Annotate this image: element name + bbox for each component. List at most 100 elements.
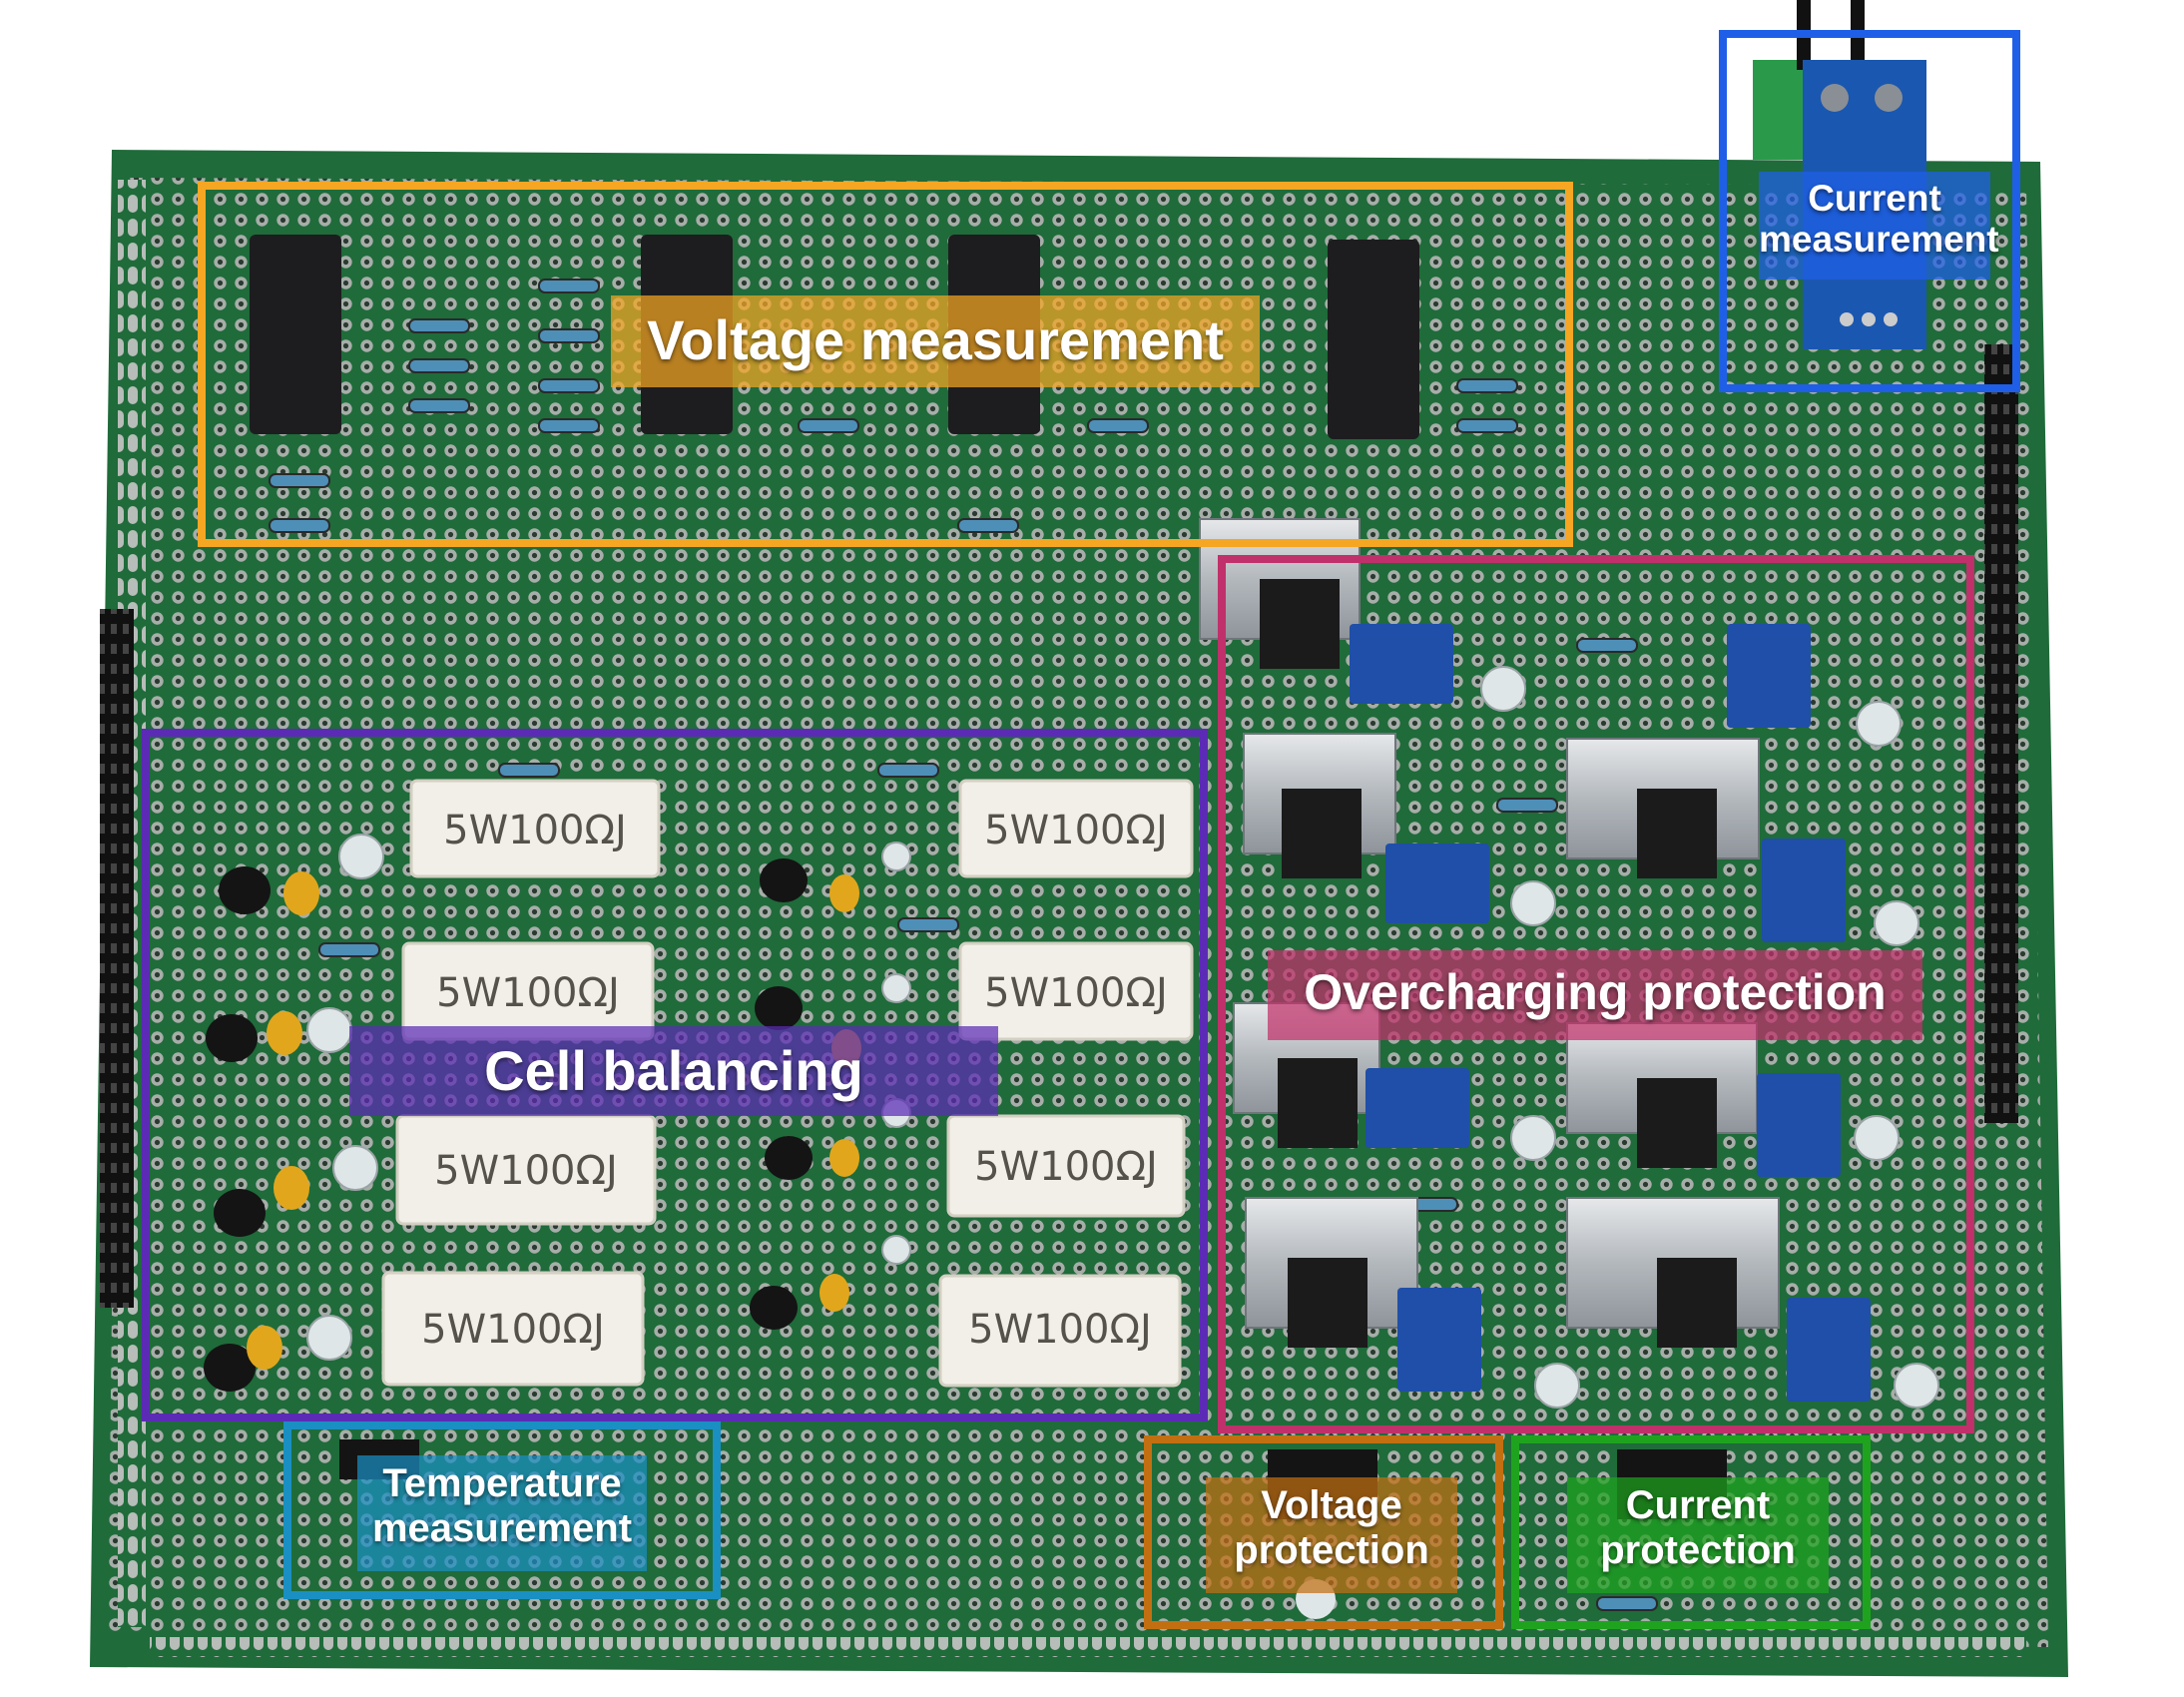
- pin-header-right: [1984, 344, 2018, 1123]
- resistor: [269, 518, 330, 533]
- screw-left: [1821, 84, 1849, 112]
- sensor-pin: [1840, 312, 1854, 326]
- led: [306, 1315, 352, 1361]
- trimpot: [1762, 839, 1846, 942]
- label-temperature-measurement: Temperature measurement: [371, 1461, 633, 1550]
- regulator: [1637, 789, 1717, 878]
- trimpot: [1365, 1068, 1469, 1148]
- resistor: [957, 518, 1019, 533]
- power-resistor: [409, 779, 661, 878]
- regulator: [1288, 1258, 1367, 1348]
- region-box-cell-balancing: [142, 729, 1208, 1421]
- resistor: [877, 763, 939, 778]
- transistor: [204, 1344, 256, 1392]
- resistor: [538, 279, 600, 293]
- label-bg-overcharging-protection: [1268, 950, 1922, 1040]
- trimpot: [1397, 1288, 1481, 1392]
- resistor-marking: 5W100ΩJ: [421, 1307, 605, 1353]
- resistor: [498, 763, 560, 778]
- capacitor: [283, 871, 319, 915]
- resistor-marking: 5W100ΩJ: [968, 1307, 1152, 1353]
- power-resistors: [381, 779, 1194, 1388]
- led: [881, 842, 911, 871]
- label-bg-voltage-protection: [1206, 1477, 1457, 1593]
- label-bg-voltage-measurement: [611, 295, 1260, 387]
- resistor: [408, 398, 470, 413]
- sensor-pin: [1862, 312, 1876, 326]
- led: [1510, 880, 1556, 926]
- resistor: [897, 917, 959, 932]
- led: [1854, 1115, 1900, 1161]
- led: [881, 973, 911, 1003]
- led: [1480, 666, 1526, 712]
- resistor: [538, 378, 600, 393]
- power-resistor: [381, 1271, 645, 1387]
- sensor-pin: [1884, 312, 1898, 326]
- regulator: [1637, 1078, 1717, 1168]
- label-voltage-measurement: Voltage measurement: [647, 308, 1224, 371]
- power-resistor: [958, 779, 1194, 878]
- label-current-measurement: Current measurement: [1759, 178, 1999, 261]
- trimpot: [1757, 1073, 1841, 1177]
- resistor-marking: 5W100ΩJ: [434, 1148, 618, 1194]
- pin-header-left: [100, 609, 134, 1308]
- annotation-boxes: [142, 30, 2020, 1629]
- transistors: [204, 858, 813, 1392]
- transistor: [219, 866, 271, 914]
- resistor: [318, 942, 380, 957]
- resistor-marking: 5W100ΩJ: [984, 808, 1168, 853]
- resistor: [538, 328, 600, 343]
- resistor-marking: 5W100ΩJ: [443, 808, 627, 853]
- resistor: [1087, 418, 1149, 433]
- resistor: [408, 358, 470, 373]
- trimpot: [1787, 1298, 1871, 1402]
- resistor-marking: 5W100ΩJ: [436, 970, 620, 1016]
- resistor-marking: 5W100ΩJ: [974, 1144, 1158, 1190]
- capacitor: [829, 874, 859, 912]
- region-box-current-protection: [1511, 1435, 1871, 1629]
- power-resistor: [958, 941, 1194, 1041]
- label-bg-temperature-measurement: [357, 1455, 647, 1571]
- capacitor: [267, 1011, 302, 1055]
- transistor: [206, 1014, 258, 1062]
- led: [1874, 900, 1919, 946]
- label-backgrounds: [349, 172, 1990, 1593]
- led: [1534, 1363, 1580, 1409]
- trimpot: [1385, 844, 1489, 923]
- capacitor: [273, 1166, 309, 1210]
- trimpots: [1350, 624, 1871, 1402]
- region-box-current-measurement: [1719, 30, 2020, 392]
- trimpot: [1350, 624, 1453, 704]
- power-resistor: [946, 1114, 1186, 1218]
- region-box-overcharging-protection: [1218, 555, 1974, 1433]
- resistor: [1576, 638, 1638, 653]
- small-resistors: [269, 279, 1658, 1611]
- regulators: [1260, 579, 1737, 1348]
- transistor: [214, 1189, 266, 1237]
- resistor: [1456, 418, 1518, 433]
- ic-chip: [1328, 240, 1419, 439]
- label-overcharging-protection: Overcharging protection: [1304, 964, 1887, 1020]
- capacitor: [819, 1274, 849, 1312]
- ic-chip: [250, 235, 341, 434]
- resistor: [1596, 1596, 1658, 1611]
- label-cell-balancing: Cell balancing: [484, 1039, 863, 1102]
- pcb-edge-holes-bottom: [150, 1637, 2026, 1657]
- capacitor: [829, 1139, 859, 1177]
- led: [306, 1007, 352, 1053]
- label-bg-current-measurement: [1759, 172, 1990, 280]
- region-box-voltage-measurement: [198, 182, 1573, 547]
- transistor: [760, 858, 808, 902]
- screw-right: [1875, 84, 1903, 112]
- resistor: [798, 418, 859, 433]
- transistor: [750, 1286, 798, 1330]
- label-current-protection: Current protection: [1600, 1483, 1796, 1572]
- transistor: [755, 986, 803, 1030]
- region-box-voltage-protection: [1144, 1435, 1503, 1629]
- regulator: [1282, 789, 1362, 878]
- resistor: [408, 318, 470, 333]
- regulator: [1260, 579, 1340, 669]
- led: [1894, 1363, 1939, 1409]
- regulator: [1657, 1258, 1737, 1348]
